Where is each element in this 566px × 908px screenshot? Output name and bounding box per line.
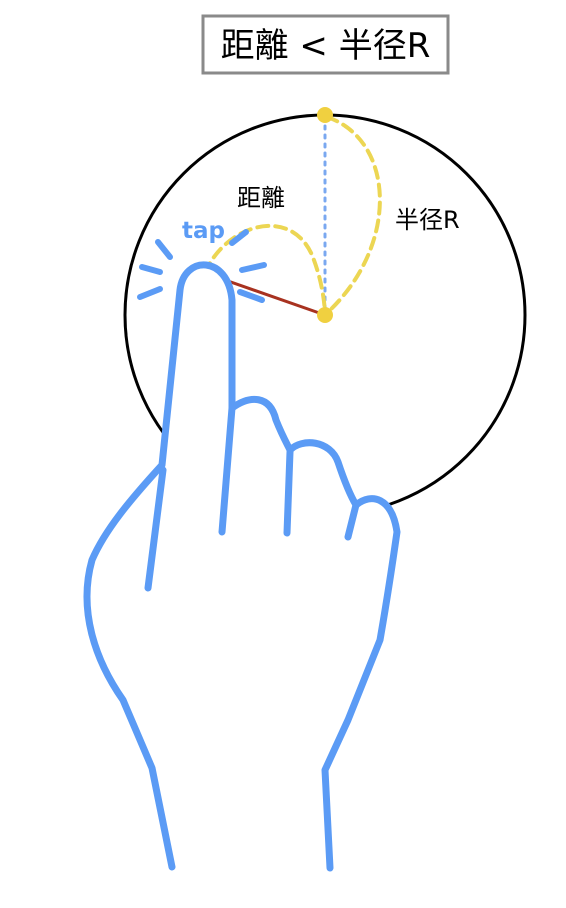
distance-dashed-arc bbox=[203, 223, 327, 315]
distance-label: 距離 bbox=[237, 184, 285, 212]
pointing-hand-icon bbox=[83, 261, 401, 872]
circle-center-point bbox=[317, 307, 333, 323]
index-finger-inner-line bbox=[144, 466, 167, 592]
tap-burst-icon bbox=[137, 229, 267, 303]
pinky-finger-inner-line bbox=[344, 501, 360, 541]
radius-dashed-arc bbox=[325, 115, 382, 315]
hand-outline bbox=[83, 261, 401, 872]
title-box: 距離 < 半径R bbox=[201, 14, 450, 75]
radius-label: 半径R bbox=[395, 206, 460, 234]
tap-label: tap bbox=[182, 218, 225, 244]
title-border bbox=[201, 14, 450, 75]
title-text: 距離 < 半径R bbox=[221, 26, 431, 66]
middle-finger-inner-line bbox=[218, 404, 236, 536]
ring-finger-inner-line bbox=[283, 448, 294, 537]
circle-top-point bbox=[317, 107, 333, 123]
